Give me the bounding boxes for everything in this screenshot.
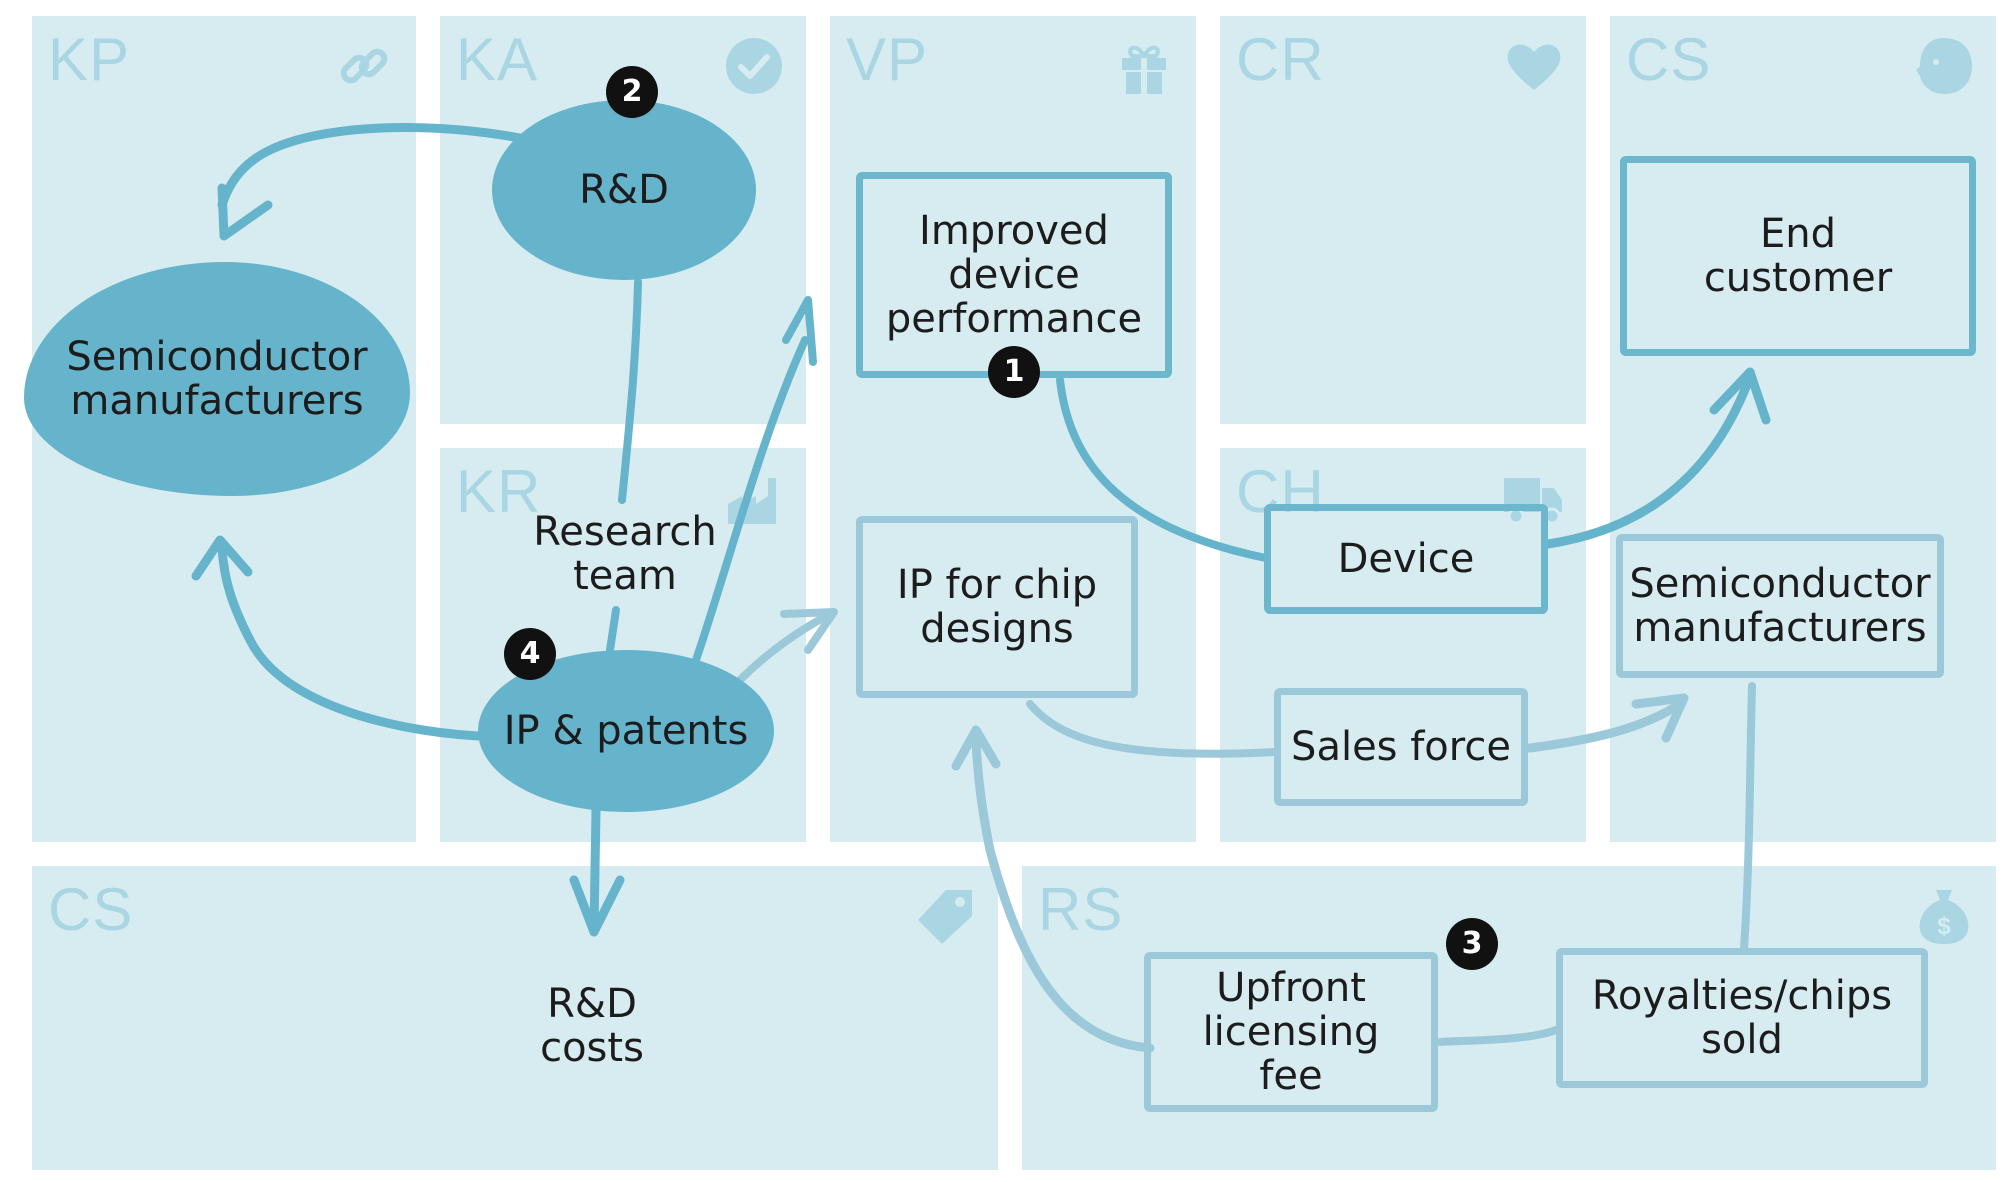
label-device: Device — [1337, 536, 1475, 582]
block-code-kp: KP — [48, 26, 131, 93]
block-code-cr: CR — [1236, 26, 1325, 93]
block-customer-segments: CS — [1610, 16, 1996, 842]
label-sales-force: Sales force — [1291, 724, 1511, 770]
label-ip-chip-designs: IP for chip designs — [896, 562, 1098, 652]
badge-4: 4 — [504, 628, 556, 680]
checkmark-icon — [726, 38, 782, 94]
block-code-cs-costs: CS — [48, 876, 134, 943]
badge-1: 1 — [988, 346, 1040, 398]
block-customer-relationships: CR — [1220, 16, 1586, 424]
box-royalties: Royalties/chips sold — [1556, 948, 1928, 1088]
blob-rnd: R&D — [492, 100, 756, 280]
heart-icon — [1507, 44, 1561, 90]
node-rnd-costs: R&D costs — [470, 966, 714, 1086]
box-upfront-fee: Upfront licensing fee — [1144, 952, 1438, 1112]
blob-ip-patents: IP & patents — [478, 650, 774, 812]
label-upfront-fee: Upfront licensing fee — [1202, 965, 1380, 1099]
block-cost-structure: CS — [32, 866, 998, 1170]
block-code-vp: VP — [846, 26, 929, 93]
block-code-kr: KR — [456, 458, 542, 525]
link-icon — [340, 48, 388, 84]
svg-text:$: $ — [1937, 913, 1951, 940]
money-bag-icon: $ — [1919, 890, 1969, 944]
label-semiconductor-partners: Semiconductor manufacturers — [66, 334, 368, 424]
block-code-rs: RS — [1038, 876, 1124, 943]
label-royalties: Royalties/chips sold — [1591, 973, 1893, 1063]
block-value-propositions: VP — [830, 16, 1196, 842]
block-revenue-streams: RS $ — [1022, 866, 1996, 1170]
label-rnd-costs: R&D costs — [540, 981, 644, 1071]
label-semiconductor-customers: Semiconductor manufacturers — [1629, 561, 1931, 651]
label-research-team: Research team — [533, 509, 717, 599]
label-improved-performance: Improved device performance — [885, 208, 1143, 342]
label-rnd: R&D — [579, 167, 669, 213]
price-tag-icon — [918, 890, 972, 944]
node-research-team: Research team — [490, 498, 760, 610]
blob-semiconductor-partners: Semiconductor manufacturers — [24, 262, 410, 496]
box-sales-force: Sales force — [1274, 688, 1528, 806]
face-icon — [1916, 38, 1972, 94]
badge-3: 3 — [1446, 918, 1498, 970]
block-code-cs-segments: CS — [1626, 26, 1712, 93]
box-ip-chip-designs: IP for chip designs — [856, 516, 1138, 698]
gift-icon — [1122, 45, 1166, 94]
label-ip-patents: IP & patents — [503, 708, 749, 754]
box-device: Device — [1264, 504, 1548, 614]
label-end-customer: End customer — [1703, 211, 1893, 301]
box-end-customer: End customer — [1620, 156, 1976, 356]
block-code-ka: KA — [456, 26, 539, 93]
badge-2: 2 — [606, 66, 658, 118]
box-semiconductor-customers: Semiconductor manufacturers — [1616, 534, 1944, 678]
